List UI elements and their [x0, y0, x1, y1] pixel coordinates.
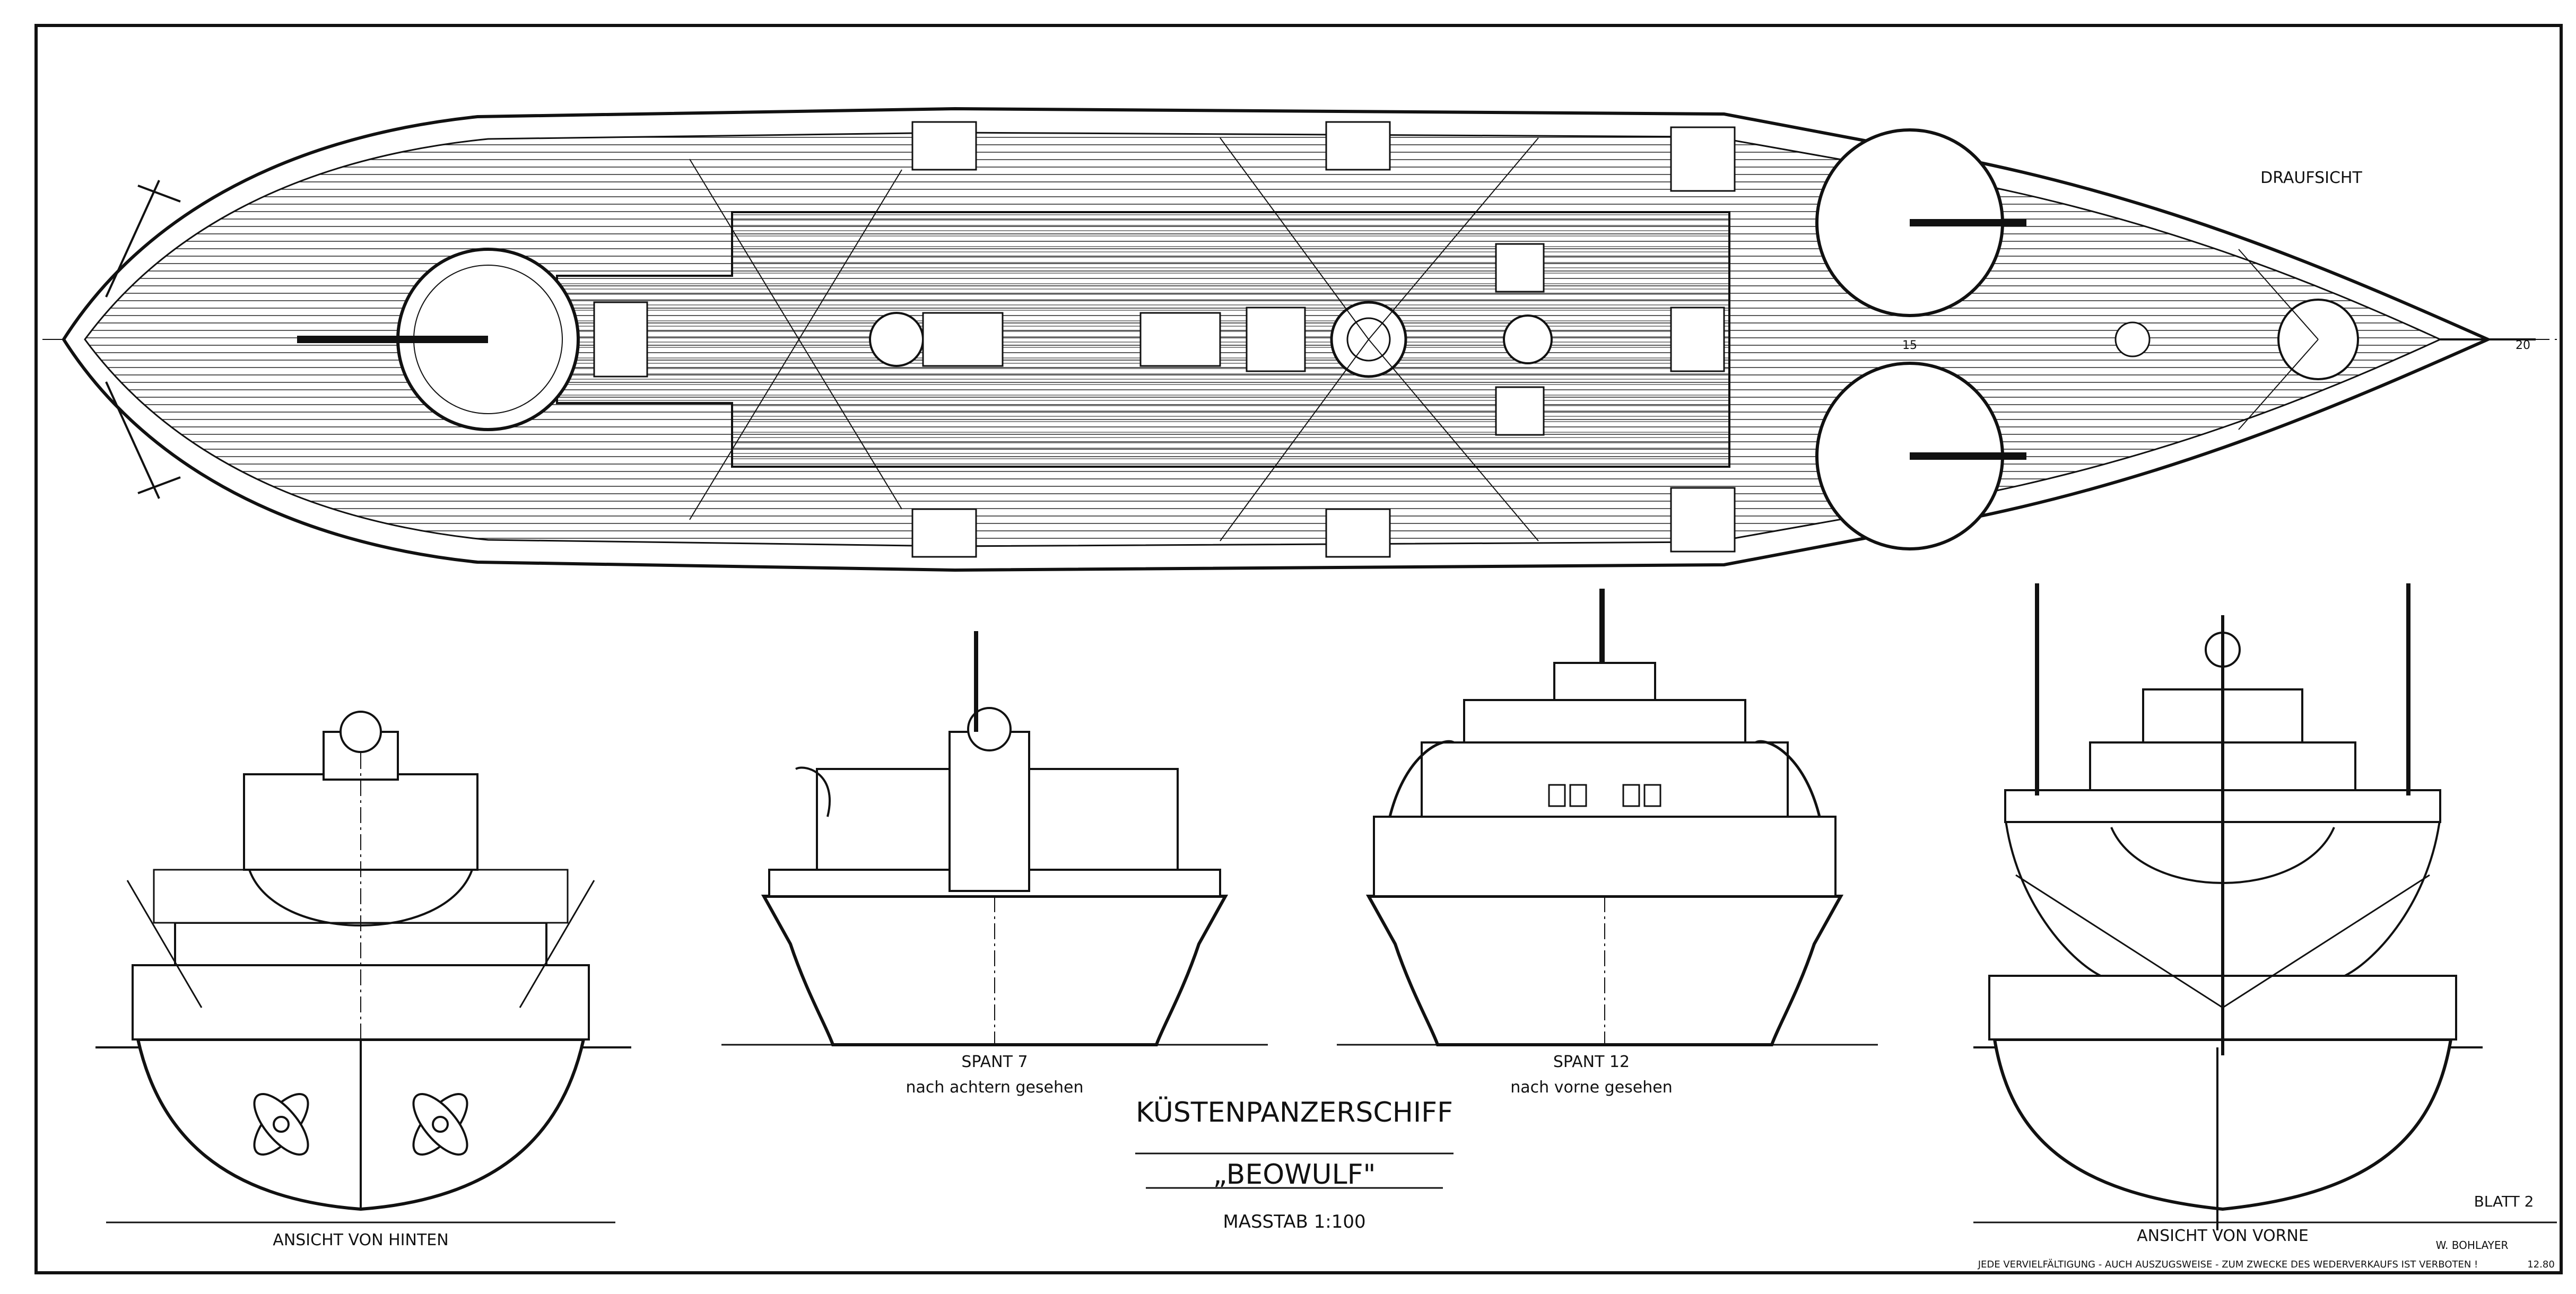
section-7-title: SPANT 7: [961, 1053, 1028, 1071]
plan-rigging: [689, 137, 2319, 541]
section-7-subtitle: nach achtern gesehen: [906, 1078, 1084, 1097]
plan-view: [42, 107, 2557, 572]
sheet-number: BLATT 2: [2474, 1193, 2534, 1210]
ship-type-title: KÜSTENPANZERSCHIFF: [1136, 1096, 1453, 1129]
section-12-title: SPANT 12: [1553, 1053, 1630, 1071]
frame-mark-15: 15: [1902, 339, 1917, 352]
ship-name-title: „BEOWULF": [1213, 1159, 1376, 1191]
bow-view: [1973, 583, 2483, 1230]
author-label: W. BOHLAYER: [2436, 1239, 2509, 1252]
date-label: 12.80: [2527, 1259, 2555, 1270]
scale-label: MASSTAB 1:100: [1223, 1211, 1365, 1232]
plan-side-sponsons: [911, 121, 1736, 558]
section-12-view: [1337, 589, 1878, 1046]
section-7-view: [721, 631, 1268, 1046]
sheet-border: [34, 24, 2563, 1274]
frame-mark-20: 20: [2516, 339, 2530, 352]
stern-propellers: [253, 1093, 468, 1156]
plan-view-label: DRAUFSICHT: [2260, 169, 2362, 187]
stern-view-label: ANSICHT VON HINTEN: [273, 1231, 448, 1249]
bow-hull: [1992, 1038, 2453, 1211]
plan-skylights: [593, 243, 1725, 436]
copyright-notice: JEDE VERVIELFÄLTIGUNG - AUCH AUSZUGSWEIS…: [1978, 1259, 2478, 1270]
section-12-subtitle: nach vorne gesehen: [1510, 1078, 1672, 1097]
stern-view: [95, 711, 631, 1211]
bow-view-label: ANSICHT VON VORNE: [2137, 1227, 2309, 1245]
